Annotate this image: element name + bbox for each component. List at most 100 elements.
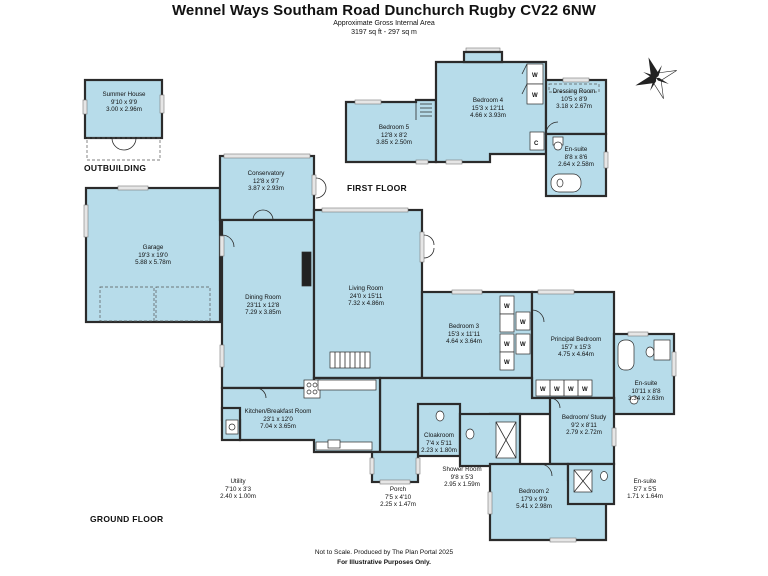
room-imperial: 9'8 x 5'3 bbox=[450, 473, 474, 481]
room-imperial: 24'0 x 15'11 bbox=[349, 292, 383, 300]
room-name: Porch bbox=[389, 486, 407, 493]
room-name: Shower Room bbox=[442, 466, 482, 473]
room-label-bedroom2: Bedroom 2 17'9 x 9'9 5.41 x 2.98m bbox=[516, 488, 552, 511]
room-name: Bedroom 3 bbox=[448, 323, 480, 330]
first-floor-plan bbox=[344, 47, 609, 198]
room-name: Dining Room bbox=[245, 294, 281, 301]
room-name: Living Room bbox=[348, 285, 384, 292]
room-metric: 2.64 x 2.58m bbox=[558, 161, 594, 169]
room-metric: 2.23 x 1.80m bbox=[421, 447, 457, 455]
room-name: Principal Bedroom bbox=[550, 336, 602, 343]
room-name: Utility bbox=[230, 478, 246, 485]
room-imperial: 15'7 x 15'3 bbox=[561, 343, 591, 351]
room-label-bedroom4: Bedroom 4 15'3 x 12'11 4.66 x 3.93m bbox=[470, 97, 506, 120]
floor-label-outbuilding: OUTBUILDING bbox=[84, 163, 147, 173]
room-metric: 5.88 x 5.78m bbox=[135, 259, 171, 267]
room-label-dressing-room: Dressing Room 10'5 x 8'9 3.18 x 2.67m bbox=[553, 88, 596, 111]
wardrobe-marker: W bbox=[568, 387, 574, 393]
room-label-ensuite-principal: En-suite 10'11 x 8'8 3.34 x 2.63m bbox=[628, 380, 664, 403]
cupboard-marker: C bbox=[534, 141, 539, 147]
room-metric: 4.66 x 3.93m bbox=[470, 112, 506, 120]
room-label-ensuite-small: En-suite 5'7 x 5'5 1.71 x 1.64m bbox=[627, 478, 663, 501]
room-metric: 7.32 x 4.86m bbox=[348, 300, 384, 308]
room-label-porch: Porch 7'5 x 4'10 2.25 x 1.47m bbox=[380, 486, 416, 509]
wardrobe-marker: W bbox=[504, 360, 510, 366]
room-name: Bedroom/ Study bbox=[561, 414, 607, 421]
room-label-bedroom5: Bedroom 5 12'8 x 8'2 3.85 x 2.50m bbox=[376, 124, 412, 147]
room-imperial: 17'9 x 9'9 bbox=[520, 495, 548, 503]
room-imperial: 23'11 x 12'8 bbox=[246, 301, 280, 309]
room-imperial: 8'8 x 8'6 bbox=[564, 153, 588, 161]
room-label-kitchen: Kitchen/Breakfast Room 23'1 x 12'0 7.04 … bbox=[245, 408, 312, 431]
room-metric: 2.95 x 1.59m bbox=[444, 481, 480, 489]
room-name: Dressing Room bbox=[552, 88, 596, 95]
wardrobe-marker: W bbox=[520, 342, 526, 348]
room-name: Kitchen/Breakfast Room bbox=[244, 408, 312, 415]
room-name: En-suite bbox=[633, 478, 657, 485]
room-label-utility: Utility 7'10 x 3'3 2.40 x 1.00m bbox=[220, 478, 256, 501]
room-name: Garage bbox=[142, 244, 164, 251]
wardrobe-marker: W bbox=[520, 320, 526, 326]
area-label: Approximate Gross Internal Area bbox=[333, 20, 435, 27]
summer-house bbox=[82, 78, 165, 161]
room-metric: 1.71 x 1.64m bbox=[627, 493, 663, 501]
disclaimer-scale: Not to Scale. Produced by The Plan Porta… bbox=[314, 549, 454, 556]
room-metric: 3.18 x 2.67m bbox=[556, 103, 592, 111]
room-metric: 2.79 x 2.72m bbox=[566, 429, 602, 437]
room-metric: 4.75 x 4.64m bbox=[558, 351, 594, 359]
room-imperial: 5'7 x 5'5 bbox=[633, 485, 657, 493]
room-imperial: 7'10 x 3'3 bbox=[224, 485, 252, 493]
plan-title: Wennel Ways Southam Road Dunchurch Rugby… bbox=[171, 2, 597, 19]
wardrobe-markers: W W C W W W W W W W W W bbox=[504, 73, 588, 393]
wardrobe-marker: W bbox=[504, 304, 510, 310]
room-label-conservatory: Conservatory 12'8 x 9'7 3.87 x 2.93m bbox=[248, 170, 285, 193]
room-metric: 3.85 x 2.50m bbox=[376, 139, 412, 147]
room-metric: 3.87 x 2.93m bbox=[248, 185, 284, 193]
room-name: En-suite bbox=[564, 146, 588, 153]
room-label-principal-bedroom: Principal Bedroom 15'7 x 15'3 4.75 x 4.6… bbox=[551, 336, 602, 359]
room-name: En-suite bbox=[634, 380, 658, 387]
room-label-living-room: Living Room 24'0 x 15'11 7.32 x 4.86m bbox=[348, 285, 384, 308]
room-label-dining-room: Dining Room 23'11 x 12'8 7.29 x 3.85m bbox=[245, 294, 281, 317]
room-name: Bedroom 2 bbox=[518, 488, 550, 495]
room-name: Cloakroom bbox=[424, 432, 454, 439]
room-metric: 7.04 x 3.65m bbox=[260, 423, 296, 431]
room-metric: 3.34 x 2.63m bbox=[628, 395, 664, 403]
wardrobe-marker: W bbox=[540, 387, 546, 393]
wardrobe-marker: W bbox=[532, 73, 538, 79]
room-metric: 5.41 x 2.98m bbox=[516, 503, 552, 511]
room-label-cloakroom: Cloakroom 7'4 x 5'11 2.23 x 1.80m bbox=[421, 432, 457, 455]
room-imperial: 7'5 x 4'10 bbox=[384, 493, 412, 501]
wardrobe-marker: W bbox=[554, 387, 560, 393]
room-label-bedroom-study: Bedroom/ Study 9'2 x 8'11 2.79 x 2.72m bbox=[562, 414, 606, 437]
floor-label-first: FIRST FLOOR bbox=[347, 183, 407, 193]
room-imperial: 12'8 x 8'2 bbox=[380, 131, 408, 139]
room-label-garage: Garage 19'3 x 19'0 5.88 x 5.78m bbox=[135, 244, 171, 267]
wardrobe-marker: W bbox=[532, 93, 538, 99]
room-metric: 2.25 x 1.47m bbox=[380, 501, 416, 509]
room-imperial: 19'3 x 19'0 bbox=[138, 251, 168, 259]
room-name: Summer House bbox=[102, 91, 146, 98]
room-imperial: 9'2 x 8'11 bbox=[571, 421, 597, 429]
room-metric: 7.29 x 3.85m bbox=[245, 309, 281, 317]
room-metric: 3.00 x 2.96m bbox=[106, 106, 142, 114]
room-label-bedroom3: Bedroom 3 15'3 x 11'11 4.64 x 3.64m bbox=[446, 323, 482, 346]
room-label-summer-house: Summer House 9'10 x 9'9 3.00 x 2.96m bbox=[103, 91, 146, 114]
compass-rose-icon bbox=[635, 57, 677, 99]
floor-label-ground: GROUND FLOOR bbox=[90, 514, 164, 524]
wardrobe-marker: W bbox=[504, 342, 510, 348]
disclaimer-illustrative: For Illustrative Purposes Only. bbox=[337, 559, 431, 566]
room-name: Bedroom 5 bbox=[378, 124, 410, 131]
room-name: Bedroom 4 bbox=[472, 97, 504, 104]
room-metric: 4.64 x 3.64m bbox=[446, 338, 482, 346]
room-imperial: 15'3 x 12'11 bbox=[471, 104, 505, 112]
room-name: Conservatory bbox=[247, 170, 285, 177]
room-imperial: 9'10 x 9'9 bbox=[110, 98, 138, 106]
room-imperial: 10'5 x 8'9 bbox=[560, 95, 588, 103]
wardrobe-marker: W bbox=[582, 387, 588, 393]
room-imperial: 12'8 x 9'7 bbox=[252, 177, 280, 185]
area-value: 3197 sq ft - 297 sq m bbox=[351, 29, 417, 36]
room-imperial: 10'11 x 8'8 bbox=[631, 387, 661, 395]
room-imperial: 15'3 x 11'11 bbox=[447, 330, 481, 338]
